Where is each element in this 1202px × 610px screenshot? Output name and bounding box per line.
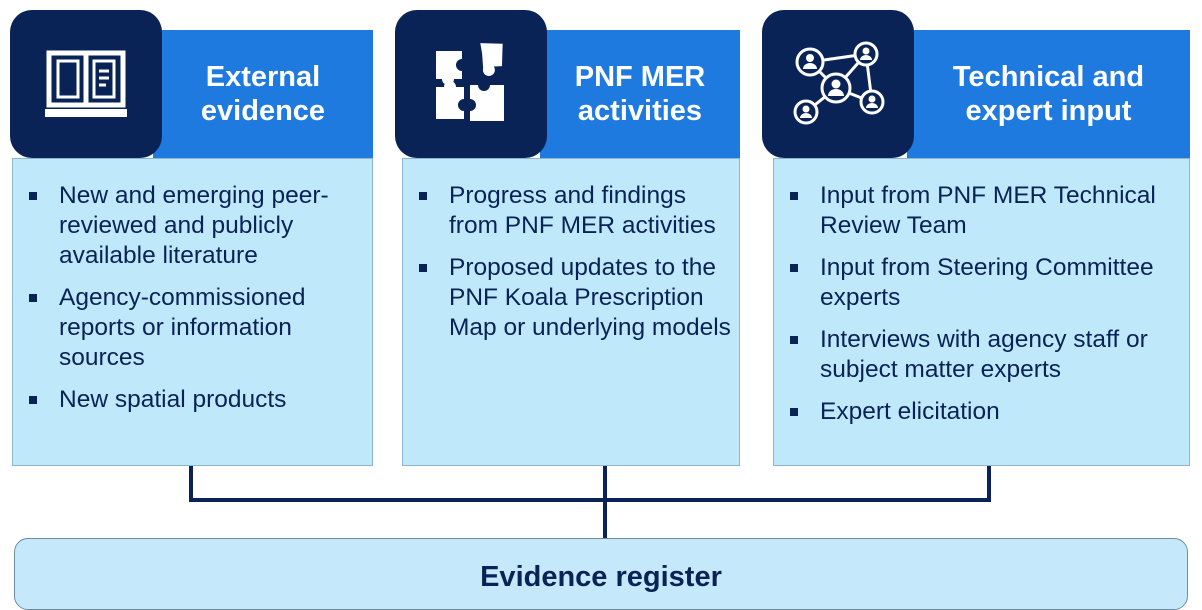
- evidence-register-title: Evidence register: [480, 561, 722, 593]
- list-item: Input from PNF MER Technical Review Team: [774, 181, 1183, 241]
- card-title-line: activities: [577, 95, 703, 127]
- card-title-line: expert input: [965, 95, 1132, 127]
- connector-center-stem: [603, 466, 607, 538]
- card-title-line: evidence: [200, 95, 326, 127]
- card-title-line: PNF MER: [574, 60, 706, 93]
- card-header: External evidence: [153, 30, 373, 158]
- card-body: New and emerging peer-reviewed and publi…: [12, 158, 373, 466]
- list-item: Progress and findings from PNF MER activ…: [403, 181, 731, 241]
- card-body: Progress and findings from PNF MER activ…: [402, 158, 740, 466]
- list-item: Expert elicitation: [774, 397, 1183, 427]
- card-list: Progress and findings from PNF MER activ…: [403, 181, 731, 343]
- card-list: Input from PNF MER Technical Review Team…: [774, 181, 1183, 427]
- connector-horizontal: [189, 498, 991, 502]
- connector-drop-left: [189, 466, 193, 502]
- card-body: Input from PNF MER Technical Review Team…: [773, 158, 1190, 466]
- card-header: Technical and expert input: [907, 30, 1190, 158]
- list-item: New and emerging peer-reviewed and publi…: [13, 181, 364, 271]
- card-title-line: External: [205, 60, 321, 93]
- open-book-icon: [10, 10, 162, 158]
- people-network-icon: [762, 10, 914, 158]
- list-item: Proposed updates to the PNF Koala Prescr…: [403, 253, 731, 343]
- card-list: New and emerging peer-reviewed and publi…: [13, 181, 364, 415]
- list-item: New spatial products: [13, 385, 364, 415]
- connector-drop-right: [987, 466, 991, 502]
- list-item: Agency-commissioned reports or informati…: [13, 283, 364, 373]
- evidence-register-box: Evidence register: [14, 538, 1188, 610]
- card-header: PNF MER activities: [540, 30, 740, 158]
- list-item: Interviews with agency staff or subject …: [774, 325, 1183, 385]
- puzzle-pieces-icon: [395, 10, 547, 158]
- list-item: Input from Steering Committee experts: [774, 253, 1183, 313]
- card-title-line: Technical and: [952, 60, 1145, 93]
